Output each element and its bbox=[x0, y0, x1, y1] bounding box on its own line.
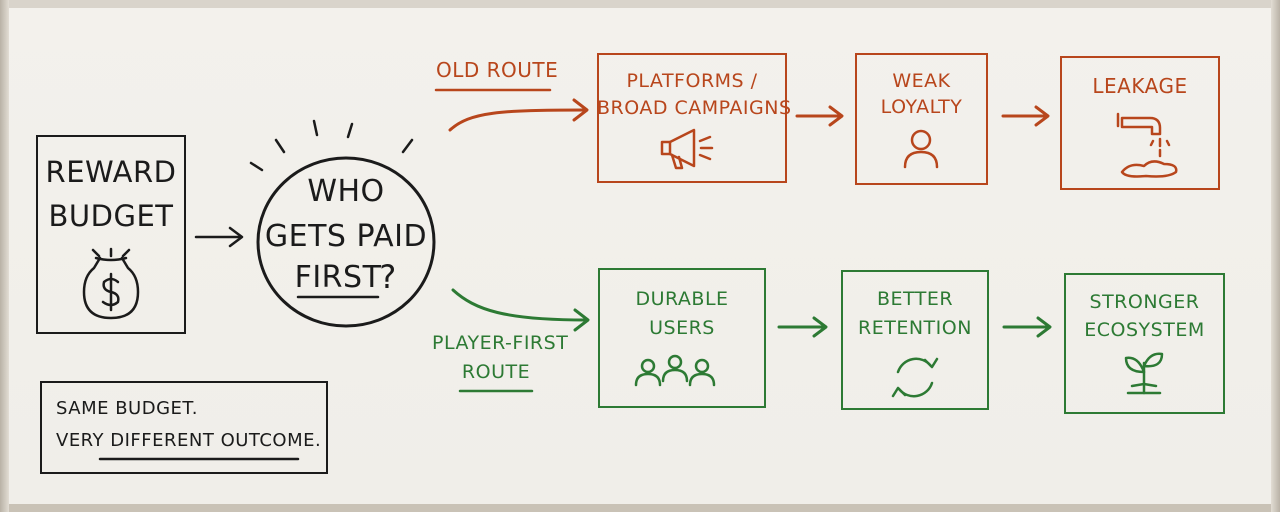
old-route-label: OLD ROUTE bbox=[436, 58, 559, 82]
green-step-3-line2: ECOSYSTEM bbox=[1084, 319, 1205, 341]
question-mark: ? bbox=[379, 258, 397, 296]
reward-budget-box bbox=[36, 135, 186, 334]
green-step-stronger-ecosystem-box bbox=[1064, 273, 1225, 414]
player-route-label-line1: PLAYER-FIRST bbox=[432, 332, 569, 354]
old-arrow-1 bbox=[795, 105, 844, 127]
question-line2: GETS PAID bbox=[264, 219, 428, 254]
note-box bbox=[40, 381, 328, 474]
note-line2: VERY DIFFERENT OUTCOME. bbox=[56, 430, 322, 451]
old-step-2-line1: WEAK bbox=[892, 70, 951, 92]
old-route-arrow bbox=[448, 98, 589, 132]
note-line1: SAME BUDGET. bbox=[56, 398, 198, 419]
board-frame-left bbox=[0, 0, 9, 512]
budget-title-line2: BUDGET bbox=[48, 199, 174, 233]
green-arrow-2 bbox=[1002, 316, 1052, 338]
green-step-2-line1: BETTER bbox=[876, 288, 954, 310]
old-step-platforms-box bbox=[597, 53, 787, 183]
old-step-1-line1: PLATFORMS / bbox=[626, 70, 758, 92]
green-step-2-line2: RETENTION bbox=[858, 317, 972, 339]
green-step-3-line1: STRONGER bbox=[1089, 291, 1200, 313]
board-frame-right bbox=[1271, 0, 1280, 512]
budget-to-question-arrow bbox=[194, 226, 244, 248]
question-circle bbox=[256, 156, 436, 328]
green-arrow-1 bbox=[777, 316, 828, 338]
old-step-leakage-box bbox=[1060, 56, 1220, 190]
old-step-3-line1: LEAKAGE bbox=[1092, 74, 1188, 98]
question-line1: WHO bbox=[307, 174, 385, 209]
old-step-weak-loyalty-box bbox=[855, 53, 988, 185]
green-step-better-retention-box bbox=[841, 270, 989, 410]
player-route-arrow bbox=[451, 288, 590, 332]
green-step-1-line1: DURABLE bbox=[635, 288, 729, 310]
old-step-2-line2: LOYALTY bbox=[880, 96, 963, 118]
old-arrow-2 bbox=[1001, 105, 1050, 127]
question-line3-first: FIRST bbox=[294, 260, 382, 295]
green-step-durable-users-box bbox=[598, 268, 766, 408]
emphasis-rays-icon bbox=[249, 119, 414, 172]
old-step-1-line2: BROAD CAMPAIGNS bbox=[597, 97, 792, 119]
player-route-label-line2: ROUTE bbox=[461, 361, 531, 383]
budget-title-line1: REWARD bbox=[45, 155, 177, 189]
green-step-1-line2: USERS bbox=[649, 317, 715, 339]
